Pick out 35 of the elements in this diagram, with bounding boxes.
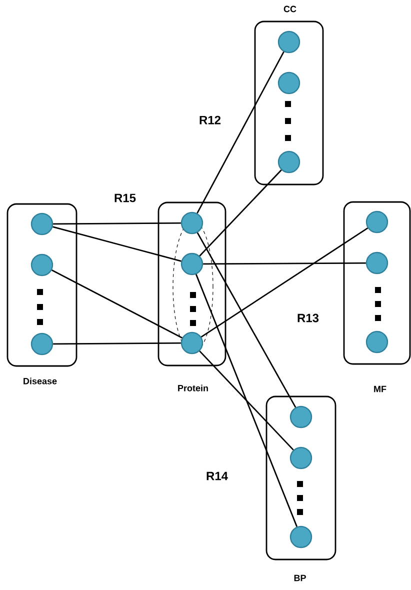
circle-node xyxy=(278,72,300,94)
circle-node xyxy=(180,252,204,276)
circle-node xyxy=(290,526,312,548)
connector-line xyxy=(199,350,294,450)
group-title: CC xyxy=(284,6,296,12)
relation-label: R14 xyxy=(206,472,228,480)
connector-line xyxy=(199,170,282,256)
circle-node xyxy=(366,252,388,274)
connector-line xyxy=(53,222,181,225)
circle-node xyxy=(290,446,312,470)
circle-node xyxy=(366,330,388,354)
circle-node xyxy=(180,332,204,354)
group-title: Disease xyxy=(24,378,57,384)
relation-label: R15 xyxy=(114,194,136,202)
group-title: Protein xyxy=(178,384,208,392)
connector-line xyxy=(200,227,368,338)
circle-node xyxy=(278,30,300,54)
connector-line xyxy=(203,262,366,265)
circle-node xyxy=(366,210,388,234)
connector-line xyxy=(196,232,296,408)
circle-node xyxy=(30,254,54,276)
connector-line xyxy=(52,270,182,338)
connector-line xyxy=(196,51,284,214)
connector-line xyxy=(52,226,182,262)
circle-node xyxy=(30,212,54,236)
relation-label: R12 xyxy=(200,116,221,124)
relation-label: R13 xyxy=(298,314,319,322)
circle-node xyxy=(290,406,312,428)
group-title: BP xyxy=(294,574,306,582)
circle-node xyxy=(30,332,54,356)
circle-node xyxy=(278,150,300,174)
connector-line xyxy=(195,274,298,527)
connector-line xyxy=(53,342,181,345)
circle-node xyxy=(180,212,204,234)
group-title: MF xyxy=(374,386,386,392)
